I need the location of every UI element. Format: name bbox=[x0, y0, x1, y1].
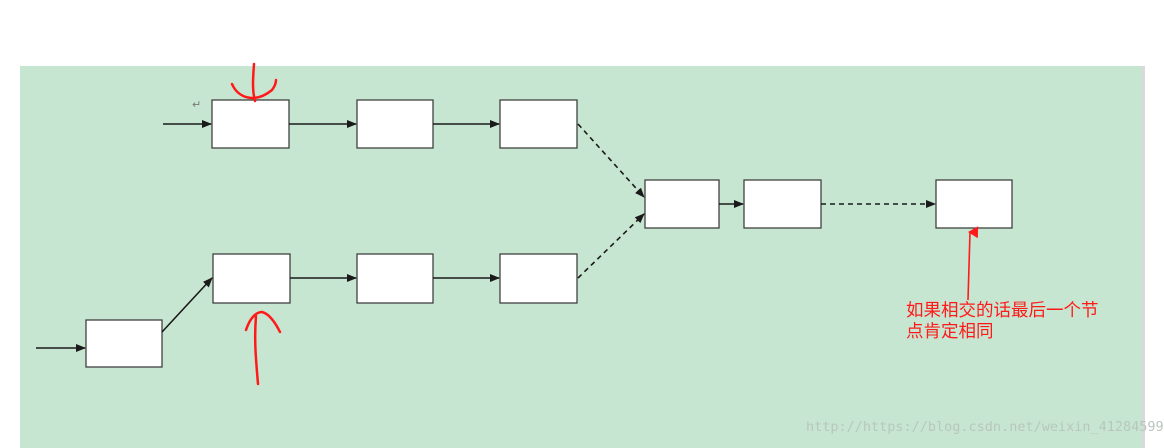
node-a3 bbox=[499, 99, 578, 149]
red-pointer-bottom bbox=[244, 310, 282, 386]
node-c1 bbox=[644, 179, 720, 229]
arrow-b0-b1 bbox=[161, 277, 213, 333]
watermark: http://https://blog.csdn.net/weixin_4128… bbox=[806, 419, 1164, 435]
node-b3 bbox=[499, 253, 578, 304]
node-a1 bbox=[211, 99, 290, 149]
red-arrow-to-last-node bbox=[967, 226, 979, 301]
annotation-line-1: 如果相交的话最后一个节 bbox=[906, 301, 1099, 321]
node-c2 bbox=[743, 179, 822, 229]
node-b0 bbox=[85, 319, 163, 368]
diagram-canvas bbox=[20, 66, 1145, 448]
node-c3 bbox=[935, 179, 1013, 229]
annotation-text: 如果相交的话最后一个节 点肯定相同 bbox=[906, 301, 1142, 343]
annotation-line-2: 点肯定相同 bbox=[906, 322, 994, 342]
dashed-arrow-b3-c1 bbox=[577, 213, 645, 279]
node-b1 bbox=[212, 253, 291, 304]
dashed-arrow-a3-c1 bbox=[577, 123, 645, 198]
return-mark: ↵ bbox=[192, 98, 202, 111]
red-pointer-top bbox=[230, 62, 278, 103]
node-a2 bbox=[356, 99, 434, 149]
node-b2 bbox=[356, 253, 434, 304]
